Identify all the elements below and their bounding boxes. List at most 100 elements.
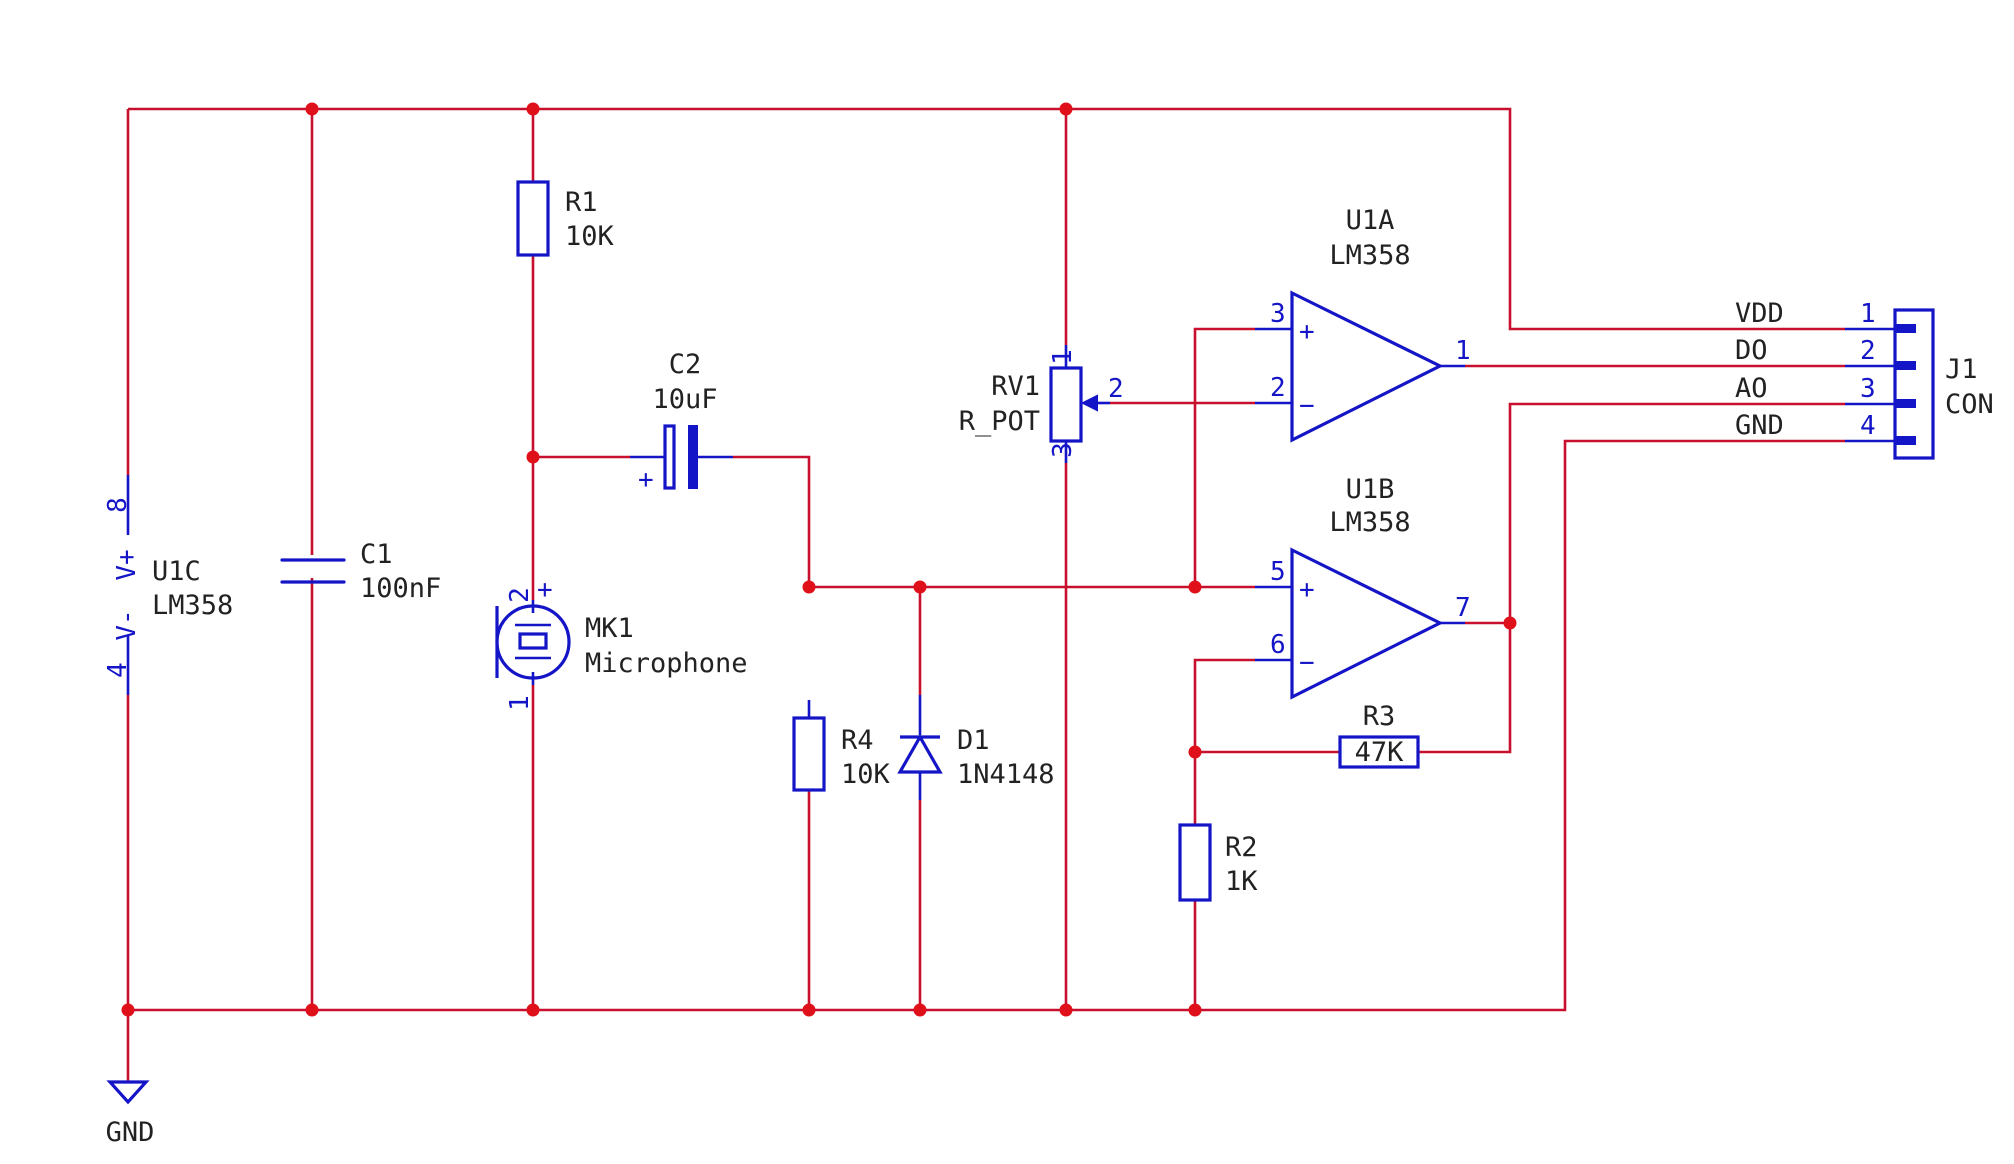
r2-resistor[interactable]: R2 1K <box>1178 823 1258 902</box>
u1b-plus-sign: + <box>1299 575 1315 605</box>
wire-c2-right <box>733 455 811 587</box>
u1a-plus-sign: + <box>1299 317 1315 347</box>
rv1-wiper-arrow <box>1080 394 1098 412</box>
c2-plate-positive <box>663 424 676 490</box>
u1c-reference: U1C <box>152 556 201 587</box>
c1-reference: C1 <box>360 539 393 570</box>
r2-value: 1K <box>1225 866 1258 897</box>
c1-value: 100nF <box>360 573 441 604</box>
d1-diode[interactable]: D1 1N4148 <box>897 695 1055 800</box>
u1a-pin3-number: 3 <box>1270 299 1286 329</box>
mk1-reference: MK1 <box>585 613 634 644</box>
rv1-pin1-number: 1 <box>1048 349 1078 365</box>
j1-value: CON <box>1945 389 1994 420</box>
d1-anode-triangle <box>897 733 943 774</box>
j1-pin4-number: 4 <box>1860 411 1876 441</box>
junction-dot <box>1059 102 1073 116</box>
r3-resistor[interactable]: R3 47K <box>1338 701 1420 769</box>
j1-pin2-number: 2 <box>1860 336 1876 366</box>
c2-polarity-mark: + <box>638 465 654 495</box>
d1-value: 1N4148 <box>957 759 1055 790</box>
u1c-vplus-name: V+ <box>112 549 142 580</box>
junctions <box>121 102 1517 1017</box>
u1a-reference: U1A <box>1346 205 1395 236</box>
r1-value: 10K <box>565 221 615 252</box>
rv1-reference: RV1 <box>991 371 1040 402</box>
mk1-microphone[interactable]: 2 + 1 MK1 Microphone <box>495 575 748 711</box>
junction-dot <box>1188 745 1202 759</box>
j1-pin1-contact <box>1896 324 1916 333</box>
net-label-ao: AO <box>1735 373 1768 404</box>
junction-dot <box>121 1003 135 1017</box>
u1a-pin1-number: 1 <box>1455 336 1471 366</box>
r3-value: 47K <box>1355 737 1405 768</box>
r3-reference: R3 <box>1363 701 1396 732</box>
j1-connector[interactable]: 1 2 3 4 J1 CON <box>1845 299 1994 460</box>
rv1-pin3-number: 3 <box>1048 442 1078 458</box>
wire-u1a-plus <box>1193 327 1255 587</box>
r1-reference: R1 <box>565 187 598 218</box>
gnd-label: GND <box>106 1117 155 1148</box>
j1-body <box>1893 308 1935 460</box>
u1c-pin8-number: 8 <box>103 497 133 513</box>
u1b-minus-sign: − <box>1299 648 1315 678</box>
junction-dot <box>1059 1003 1073 1017</box>
r4-resistor[interactable]: R4 10K <box>792 700 891 792</box>
junction-dot <box>526 1003 540 1017</box>
rv1-pin2-number: 2 <box>1108 374 1124 404</box>
junction-dot <box>305 1003 319 1017</box>
wire-u1b-minus <box>1193 658 1340 754</box>
r4-reference: R4 <box>841 725 874 756</box>
d1-reference: D1 <box>957 725 990 756</box>
r1-body <box>516 180 550 257</box>
r4-body <box>792 716 826 792</box>
j1-pin3-number: 3 <box>1860 374 1876 404</box>
rv1-potentiometer[interactable]: 1 2 3 RV1 R_POT <box>959 345 1124 463</box>
u1c-vminus-name: V- <box>112 609 142 640</box>
c1-capacitor[interactable]: C1 100nF <box>280 539 441 604</box>
c2-value: 10uF <box>652 384 717 415</box>
u1b-triangle <box>1290 547 1444 700</box>
gnd-symbol[interactable]: GND <box>106 1080 155 1148</box>
c2-capacitor[interactable]: + C2 10uF <box>630 349 733 495</box>
j1-pin2-contact <box>1896 361 1916 370</box>
mk1-pin1-number: 1 <box>505 695 535 711</box>
junction-dot <box>1188 580 1202 594</box>
junction-dot <box>305 102 319 116</box>
r1-resistor[interactable]: R1 10K <box>516 180 615 257</box>
mk1-plus-mark: + <box>537 575 553 605</box>
j1-pin3-contact <box>1896 399 1916 408</box>
mk1-value: Microphone <box>585 648 748 679</box>
junction-dot <box>913 580 927 594</box>
junction-dot <box>802 580 816 594</box>
u1b-opamp[interactable]: + − 5 6 7 U1B LM358 <box>1255 474 1471 700</box>
net-labels: VDD DO AO GND <box>1735 298 1784 441</box>
junction-dot <box>526 450 540 464</box>
rv1-value: R_POT <box>959 406 1040 437</box>
u1c-pin4-number: 4 <box>103 662 133 678</box>
junction-dot <box>802 1003 816 1017</box>
r4-value: 10K <box>841 759 891 790</box>
junction-dot <box>913 1003 927 1017</box>
u1a-opamp[interactable]: + − 3 2 1 U1A LM358 <box>1255 205 1471 443</box>
mk1-body <box>495 604 571 680</box>
wire-u1b-out <box>1465 402 1845 625</box>
u1b-pin6-number: 6 <box>1270 630 1286 660</box>
mk1-element <box>518 632 548 650</box>
j1-reference: J1 <box>1945 354 1978 385</box>
u1a-pin2-number: 2 <box>1270 373 1286 403</box>
j1-pin1-number: 1 <box>1860 299 1876 329</box>
net-label-gnd: GND <box>1735 410 1784 441</box>
wire-r3-right <box>1418 623 1512 754</box>
u1b-value: LM358 <box>1329 507 1410 538</box>
u1b-pin5-number: 5 <box>1270 557 1286 587</box>
r2-reference: R2 <box>1225 832 1258 863</box>
u1c-power-unit[interactable]: 8 4 V+ V- U1C LM358 <box>103 475 233 695</box>
c2-reference: C2 <box>669 349 702 380</box>
net-label-do: DO <box>1735 335 1768 366</box>
c2-plate-negative <box>688 425 698 489</box>
wire-bottom-rail <box>128 439 1845 1012</box>
u1b-pin7-number: 7 <box>1455 593 1471 623</box>
